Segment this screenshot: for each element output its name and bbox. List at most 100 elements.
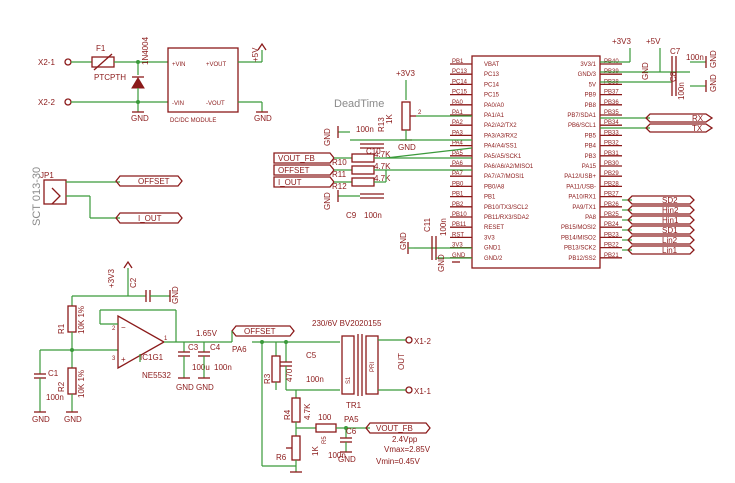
mcu-left-pin-label: PA1/A1 xyxy=(484,113,505,119)
lin2-label: Lin2 xyxy=(662,236,678,245)
mcu-right-pin-number: PB36 xyxy=(604,100,619,106)
mcu-right-pin-number: PB24 xyxy=(604,222,619,228)
mcu-right-pin-number: PB31 xyxy=(604,151,619,157)
offset-opamp-label: OFFSET xyxy=(244,327,276,336)
mcu-left-pin-number: PB1 xyxy=(452,59,464,65)
f1-type: PTCPTH xyxy=(94,73,126,82)
mcu-left-pin-label: PB1 xyxy=(484,195,496,201)
mcu-right-pin-number: PB25 xyxy=(604,212,619,218)
mcu-left-pin-number: PB2 xyxy=(452,202,464,208)
net-hin1 xyxy=(627,215,695,225)
x1-1-label: X1-1 xyxy=(414,387,431,396)
tr1-sec-label: S1 xyxy=(346,376,352,384)
deadtime-pin: 2 xyxy=(418,110,422,116)
tr1-type: 230/6V BV2020155 xyxy=(312,319,382,328)
mcu-right-pin-label: PB13/SCK2 xyxy=(564,246,597,252)
r1 xyxy=(67,305,77,333)
i-out-jp-label: I_OUT xyxy=(138,214,162,223)
c6-value: 100n xyxy=(328,451,346,460)
mcu-right-pin-label: PB7/SDA1 xyxy=(567,113,596,119)
current-sensor-input: SCT 013-30 JP1 OFFSET I_OUT xyxy=(31,167,183,226)
sd2-label: SD2 xyxy=(662,196,678,205)
gnd-c9: GND xyxy=(323,192,332,210)
opamp-pin1: 1 xyxy=(164,336,168,342)
opamp-pin3: 3 xyxy=(112,356,116,362)
pa6-label: PA6 xyxy=(232,345,247,354)
mcu-right-pin-number: PB37 xyxy=(604,90,619,96)
r3-value: 470 xyxy=(285,368,294,382)
r6-value: 1K xyxy=(311,446,320,456)
offset-net-jp xyxy=(115,175,183,187)
net-lin2 xyxy=(627,235,695,245)
mcu-right-pin-number: PB23 xyxy=(604,232,619,238)
mcu-right-pin-number: PB27 xyxy=(604,192,619,198)
c11-label: C11 xyxy=(423,217,432,232)
gnd-c11: GND xyxy=(399,232,408,250)
mcu-left-pin-number: PB1 xyxy=(452,192,464,198)
mcu-right-pin-label: PB4 xyxy=(585,144,597,150)
r2-value: 10K 1% xyxy=(77,370,86,398)
c4-value: 100n xyxy=(214,363,232,372)
r13-label: R13 xyxy=(377,117,386,132)
r5 xyxy=(315,423,337,433)
r4-label: R4 xyxy=(283,409,292,420)
x2-2-label: X2-2 xyxy=(38,98,55,107)
mcu-left-pin-label: GND/2 xyxy=(484,256,503,262)
mcu-right-pin-number: PB29 xyxy=(604,171,619,177)
mcu-right-pin-label: PB6/SCL1 xyxy=(568,123,597,129)
d1-label: 1N4004 xyxy=(141,36,150,65)
sct-label: SCT 013-30 xyxy=(31,167,43,226)
r12-label: R12 xyxy=(332,182,347,191)
jp1-label: JP1 xyxy=(40,171,54,180)
tr1-label: TR1 xyxy=(346,401,362,410)
vin-plus-label: +VIN xyxy=(172,62,186,68)
c9-label: C9 xyxy=(346,211,357,220)
gnd-label: GND xyxy=(131,114,149,123)
voltage-sense-section: C5 100n R3 470 S1 PRI 230/6V BV2020155 T… xyxy=(252,319,431,473)
net-sd1 xyxy=(627,225,695,235)
mcu-right-pin-number: PB28 xyxy=(604,181,619,187)
mcu-left-pin-label: PA2/A2/TX2 xyxy=(484,123,517,129)
opamp-plus: + xyxy=(121,355,126,364)
c4-label: C4 xyxy=(210,343,221,352)
r6 xyxy=(291,435,301,461)
mcu-left-pin-number: PA5 xyxy=(452,151,464,157)
r1-value: 10K 1% xyxy=(77,306,86,334)
mcu-left-pin-number: PA6 xyxy=(452,161,464,167)
r12-value: 4.7K xyxy=(374,174,391,183)
mcu-left-pin-label: GND1 xyxy=(484,246,501,252)
gnd-r2: GND xyxy=(64,415,82,424)
x1-1-terminal xyxy=(405,386,413,394)
x2-2-terminal xyxy=(64,98,72,106)
r3 xyxy=(271,355,281,383)
vcc-5v-top: +5V xyxy=(646,37,661,46)
c3-label: C3 xyxy=(188,343,199,352)
r2-label: R2 xyxy=(57,381,66,392)
mcu-right-pin-label: PB12/SS2 xyxy=(568,256,596,262)
transformer-tr1: S1 PRI xyxy=(341,334,379,396)
mcu-right-pin-number: PB35 xyxy=(604,110,619,116)
pa5-label: PA5 xyxy=(344,415,359,424)
offset-jp-label: OFFSET xyxy=(138,177,170,186)
gnd-deadtime: GND xyxy=(398,143,416,152)
mcu-left-pin-label: PA5/A5/SCK1 xyxy=(484,154,522,160)
c7-label: C7 xyxy=(670,47,681,56)
uart-connectors: RX TX xyxy=(600,113,714,133)
mcu-right-pin-label: PA15 xyxy=(582,164,597,170)
gnd-c2: GND xyxy=(171,286,180,304)
mcu-left-pin-number: PA4 xyxy=(452,141,464,147)
jp1-jack xyxy=(43,179,67,205)
v24pp-label: 2.4Vpp xyxy=(392,435,418,444)
c5-label: C5 xyxy=(306,351,317,360)
mcu-body xyxy=(471,55,601,269)
mcu-right-pin-label: PB15/MOSI2 xyxy=(561,225,597,231)
vout-minus-label: -VOUT xyxy=(206,101,225,107)
mcu-right-pin-number: PB32 xyxy=(604,141,619,147)
c10-label: C10 xyxy=(366,147,381,156)
r6-label: R6 xyxy=(276,453,287,462)
offset-net xyxy=(273,164,335,176)
rx-label: RX xyxy=(692,114,704,123)
v165-label: 1.65V xyxy=(196,329,218,338)
ic1-type: NE5532 xyxy=(142,371,171,380)
deadtime-label: DeadTime xyxy=(334,98,384,110)
